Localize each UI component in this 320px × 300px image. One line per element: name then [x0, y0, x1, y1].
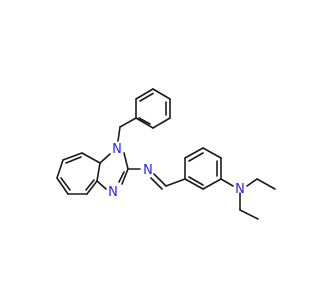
molecule-drawing: N N N N	[56, 88, 276, 220]
benzimidazole-benzene-ring	[56, 152, 101, 195]
imine-linker	[127, 168, 186, 190]
structure-canvas: N N N N	[56, 88, 276, 220]
imidazole-ring	[96, 152, 129, 190]
atom-label-amine-n: N	[235, 182, 245, 197]
atom-label-n1: N	[112, 142, 122, 157]
aminophenyl-ring	[184, 147, 222, 190]
atom-label-n3: N	[108, 185, 118, 200]
atom-label-imine-n: N	[143, 163, 153, 178]
methylene-linker	[117, 117, 137, 142]
diethylamino-group	[220, 178, 276, 220]
benzyl-phenyl-ring	[135, 88, 171, 129]
